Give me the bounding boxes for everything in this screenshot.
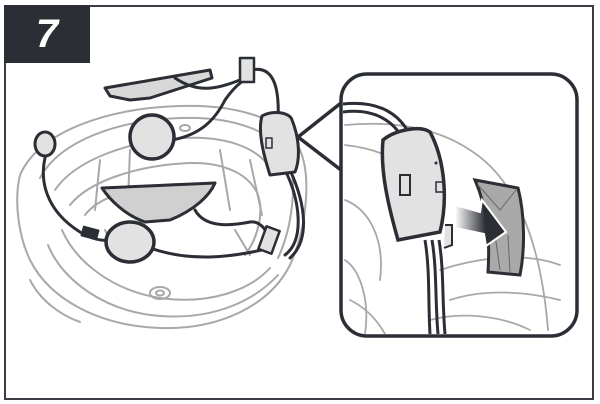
main-unit [258,111,300,177]
wire-connector-top [238,56,256,84]
detail-callout [296,72,579,338]
speaker-right [128,113,176,161]
main-unit-detail [380,127,447,243]
clamp-unit [103,68,214,102]
step-number-badge: 7 [4,5,90,63]
speaker-left [104,220,156,264]
step-number: 7 [35,12,59,56]
boom-microphone [33,130,57,158]
chin-pad [100,181,217,224]
wire-connector-bottom [257,225,281,255]
detail-inset [343,101,561,334]
headset-kit [33,56,306,264]
insert-direction-arrow [454,197,508,248]
step-frame [4,5,594,400]
helmet-outline [16,104,308,330]
